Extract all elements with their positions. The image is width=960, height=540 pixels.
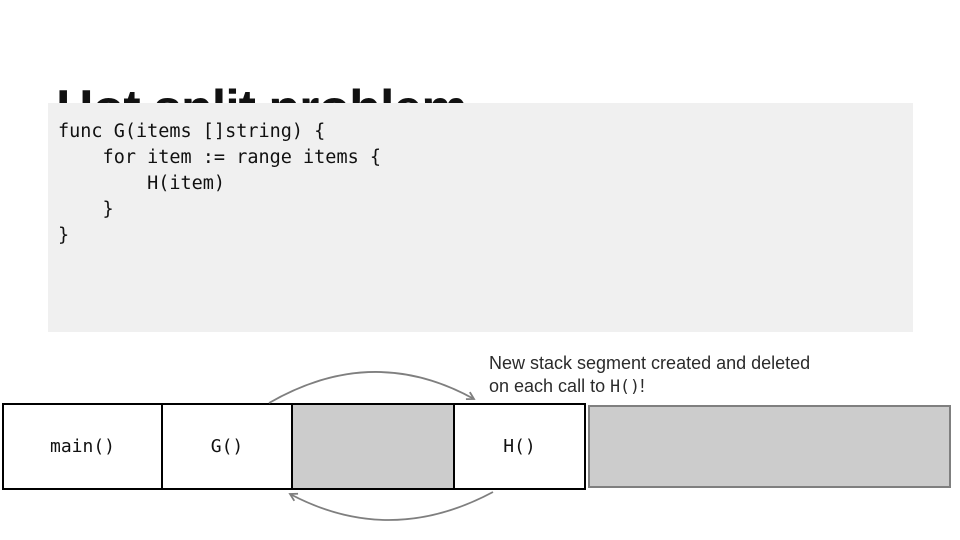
annotation-line-2: on each call to H()! <box>489 375 810 398</box>
annotation-note: New stack segment created and deleted on… <box>489 352 810 398</box>
code-line: for item := range items { <box>58 147 382 168</box>
code-line: H(item) <box>58 173 226 194</box>
code-line: } <box>58 199 114 220</box>
stack-frame-g: G() <box>161 403 293 490</box>
code-line: func G(items []string) { <box>58 121 326 142</box>
segment-create-arrow <box>268 371 476 404</box>
segment-delete-arrow <box>288 491 494 521</box>
code-block: func G(items []string) { for item := ran… <box>48 103 913 332</box>
stack-frame-main: main() <box>2 403 163 490</box>
annotation-exclamation: ! <box>639 376 645 396</box>
annotation-line-1: New stack segment created and deleted <box>489 353 811 373</box>
stack-segment-new <box>588 405 951 488</box>
code-line: } <box>58 225 70 246</box>
annotation-function-name: H() <box>610 377 640 396</box>
stack-frame-main-label: main() <box>49 436 116 457</box>
stack-frame-h: H() <box>453 403 586 490</box>
stack-frame-h-label: H() <box>503 436 536 457</box>
stack-frame-g-label: G() <box>210 436 244 457</box>
stack-segment-freed <box>291 403 455 490</box>
annotation-line-2-text: on each call to <box>489 376 611 396</box>
